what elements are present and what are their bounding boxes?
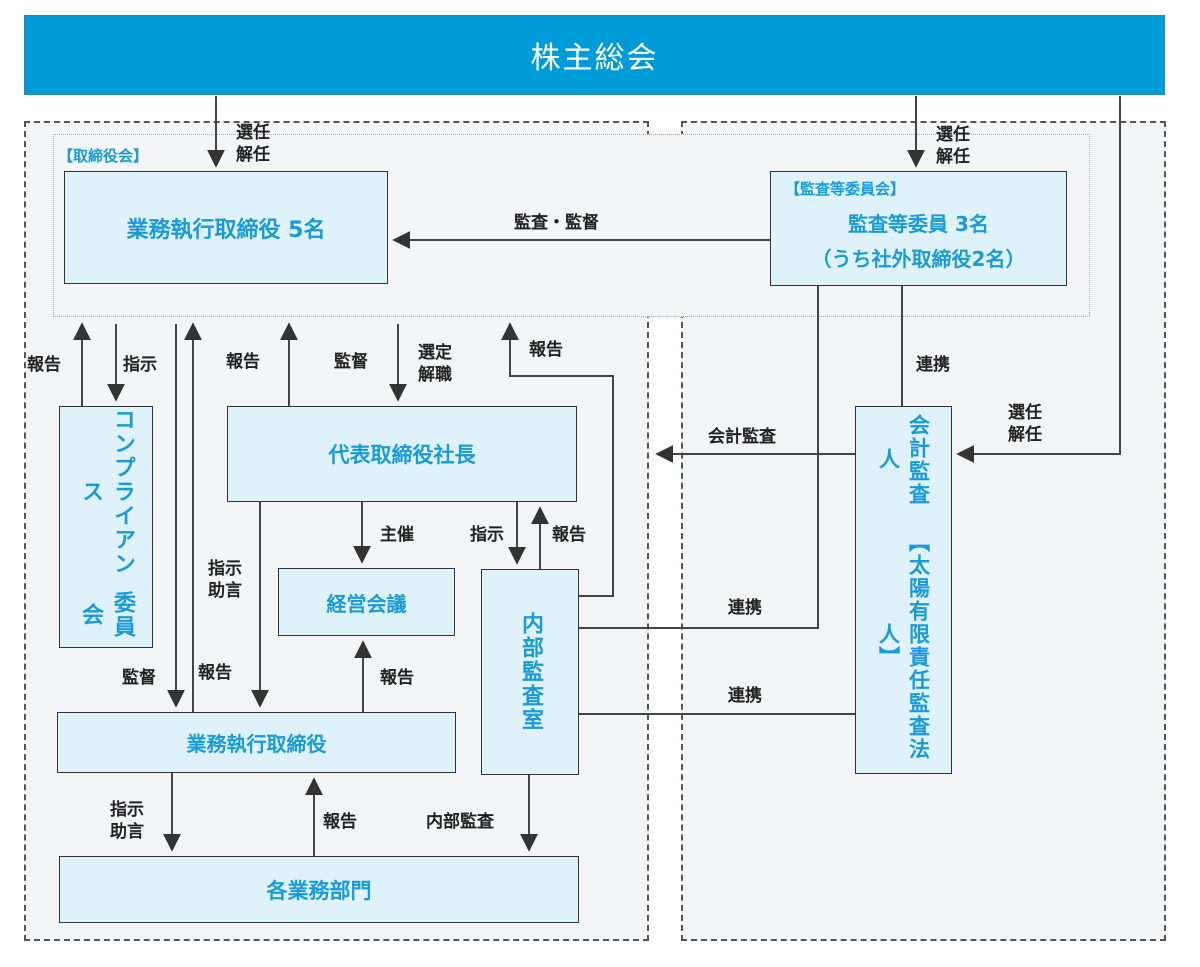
label-report-audit-president: 報告 <box>552 525 586 545</box>
line-internal-audit-committee <box>579 286 819 629</box>
label-instruct-officers: 指示 <box>110 800 144 820</box>
compliance-committee-line1: コンプライアンス <box>78 408 135 577</box>
departments-title: 各業務部門 <box>266 878 372 903</box>
label-dismiss-left: 解任 <box>236 145 270 165</box>
audit-committee-line2: （うち社外取締役2名） <box>811 246 1026 271</box>
auditor-firm: 【太陽有限責任監査法人】 <box>876 530 931 761</box>
label-select-dismiss: 選定 解職 <box>418 342 452 386</box>
label-report-depts: 報告 <box>323 812 357 832</box>
label-instruct-advise-president: 指示 助言 <box>208 558 242 602</box>
audit-committee-label: 【監査等委員会】 <box>785 180 906 198</box>
label-appoint-dismiss-left: 選任 解任 <box>236 122 270 166</box>
label-report-internal-audit-board: 報告 <box>529 340 563 360</box>
arrow-gm-auditor <box>956 96 1121 463</box>
label-appoint-dismiss-right: 選任 解任 <box>1008 402 1042 446</box>
label-dismiss: 解職 <box>418 365 452 385</box>
label-instruct-audit: 指示 <box>470 525 504 545</box>
internal-audit-title: 内部監査室 <box>518 612 543 732</box>
label-supervise-officers: 監督 <box>122 668 156 688</box>
exec-directors-title: 業務執行取締役 5名 <box>126 217 326 243</box>
label-dismiss-mid: 解任 <box>936 147 970 167</box>
general-meeting-title: 株主総会 <box>530 41 659 76</box>
label-advise-officers: 助言 <box>110 822 144 842</box>
label-report-president: 報告 <box>226 352 260 372</box>
label-accounting-audit: 会計監査 <box>708 427 776 447</box>
exec-officers-box: 業務執行取締役 <box>57 712 456 773</box>
internal-audit-box: 内部監査室 <box>481 569 579 775</box>
label-cooperation-bottom: 連携 <box>728 686 762 706</box>
label-cooperation-mid: 連携 <box>728 598 762 618</box>
auditor-box: 会計監査人 【太陽有限責任監査法人】 <box>855 406 952 774</box>
president-title: 代表取締役社長 <box>328 443 476 467</box>
label-internal-audit: 内部監査 <box>426 812 494 832</box>
audit-committee-line1: 監査等委員 3名 <box>848 211 989 236</box>
label-appoint-dismiss-mid: 選任 解任 <box>936 124 970 168</box>
arrow-internal-audit-report-board <box>501 322 614 597</box>
label-host: 主催 <box>380 525 414 545</box>
label-select: 選定 <box>418 343 452 363</box>
auditor-title: 会計監査人 <box>876 413 931 506</box>
management-meeting-title: 経営会議 <box>326 591 407 616</box>
label-report-officers-meeting: 報告 <box>380 668 414 688</box>
compliance-committee-box: コンプライアンス 委員会 <box>59 406 153 648</box>
label-cooperation-top: 連携 <box>916 355 950 375</box>
label-appoint-left: 選任 <box>236 123 270 143</box>
label-dismiss-right: 解任 <box>1008 425 1042 445</box>
board-label: 【取締役会】 <box>58 147 149 165</box>
label-appoint-mid: 選任 <box>936 125 970 145</box>
label-supervise-president: 監督 <box>334 352 368 372</box>
departments-box: 各業務部門 <box>59 856 579 923</box>
label-report-officers-board: 報告 <box>198 663 232 683</box>
management-meeting-box: 経営会議 <box>278 568 455 636</box>
label-advise-president: 助言 <box>208 581 242 601</box>
label-instruct-president: 指示 <box>208 559 242 579</box>
label-instruct-compliance: 指示 <box>123 355 157 375</box>
general-meeting-box: 株主総会 <box>24 15 1165 95</box>
exec-directors-box: 業務執行取締役 5名 <box>64 171 388 284</box>
label-appoint-right: 選任 <box>1008 403 1042 423</box>
label-audit-supervision: 監査・監督 <box>514 213 599 233</box>
label-instruct-advise-officers: 指示 助言 <box>110 799 144 843</box>
exec-officers-title: 業務執行取締役 <box>186 732 327 756</box>
president-box: 代表取締役社長 <box>227 406 577 502</box>
audit-committee-box: 【監査等委員会】 監査等委員 3名 （うち社外取締役2名） <box>770 171 1067 286</box>
label-report-compliance: 報告 <box>27 355 61 375</box>
compliance-committee-line2: 委員会 <box>78 591 135 640</box>
